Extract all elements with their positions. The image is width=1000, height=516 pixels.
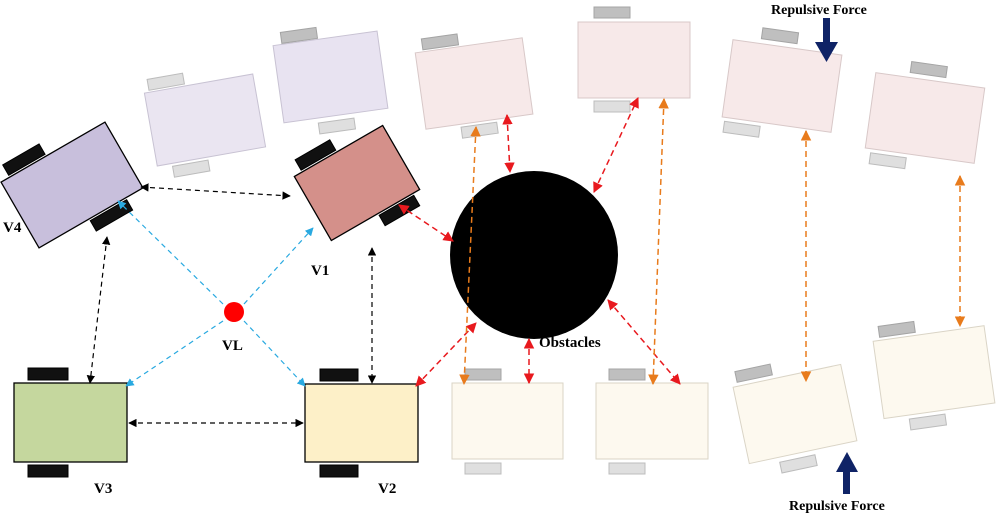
leader-link-v3 xyxy=(125,320,224,387)
label-v1: V1 xyxy=(311,263,329,279)
repulsion-v1-obstacle xyxy=(398,204,454,242)
ghost-vehicle-pink-1 xyxy=(414,33,534,139)
repulsive-force-arrow-bottom xyxy=(836,452,858,494)
ghost-vehicle-cream-1 xyxy=(451,368,564,475)
leader-link-v4 xyxy=(117,200,224,305)
label-vl: VL xyxy=(222,338,243,354)
virtual-leader-dot xyxy=(224,302,244,322)
label-v3: V3 xyxy=(94,481,112,497)
ghost-vehicle-cream-2 xyxy=(595,368,709,475)
repulsion-pink-1-cream-1 xyxy=(459,125,481,386)
ghost-vehicle-purple-2 xyxy=(272,26,389,135)
repulsion-ghost-pink-2 xyxy=(593,97,639,193)
leader-link-v1 xyxy=(243,227,314,305)
leader-links xyxy=(117,200,314,387)
vehicle-v3 xyxy=(13,367,128,478)
label-v4: V4 xyxy=(3,220,22,236)
link-v4-v3 xyxy=(86,236,111,384)
vehicle-repulsion-links xyxy=(459,97,966,386)
leader-link-v2 xyxy=(243,320,306,387)
link-v4-v1 xyxy=(140,183,291,200)
inter-vehicle-links xyxy=(86,183,377,428)
ghost-vehicle-cream-4 xyxy=(872,320,996,431)
ghost-vehicle-pink-4 xyxy=(864,61,986,170)
ghost-vehicle-pink-2 xyxy=(577,6,691,113)
repulsion-pink-2-cream-2 xyxy=(648,97,669,386)
ghost-vehicle-purple-1 xyxy=(143,72,267,178)
vehicle-v4 xyxy=(0,121,144,249)
ghost-vehicle-cream-3 xyxy=(732,363,858,474)
repulsive-force-arrow-top xyxy=(815,18,838,62)
obstacle-circle xyxy=(450,171,618,339)
vehicle-v1 xyxy=(293,124,421,242)
label-repulsive-force-top: Repulsive Force xyxy=(771,3,867,18)
label-obstacles: Obstacles xyxy=(539,335,601,351)
vehicle-v2 xyxy=(304,368,419,478)
repulsion-ghost-pink-1 xyxy=(502,113,515,174)
label-v2: V2 xyxy=(378,481,396,497)
label-repulsive-force-bottom: Repulsive Force xyxy=(789,499,885,514)
ghost-vehicle-pink-3 xyxy=(721,27,843,138)
